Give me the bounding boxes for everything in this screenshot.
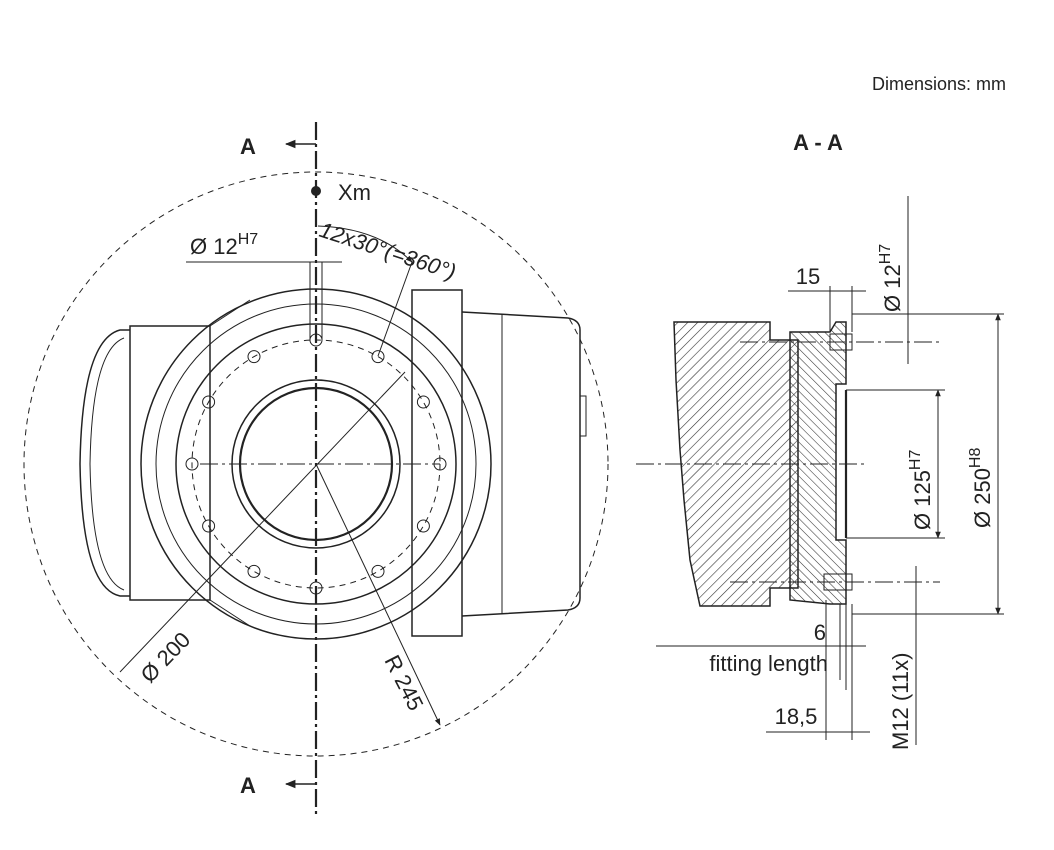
bolt-pattern-leader: [377, 261, 413, 357]
pitch-dim-leader: [119, 371, 406, 673]
units-note: Dimensions: mm: [872, 74, 1006, 94]
left-housing-cap-inner: [89, 337, 125, 591]
bolt-pattern-label: 12x30°(=360°): [316, 217, 459, 285]
thread-hole-bottom: [823, 573, 853, 591]
left-housing-body: [129, 325, 211, 601]
section-flange: [789, 321, 847, 605]
thread-spec-label: M12 (11x): [888, 653, 913, 750]
radius-dim-leader: [315, 463, 441, 726]
bolt-hole: [416, 519, 430, 533]
bolt-hole: [247, 350, 261, 364]
section-bore-dim: Ø 125H7: [907, 450, 935, 530]
outer-flange-ring: [140, 288, 492, 640]
flange-ring-3: [175, 323, 457, 605]
bolt-hole: [185, 457, 199, 471]
left-housing-cap: [79, 329, 130, 597]
section-view: A - A 15 Ø 12H7 Ø 125H7 Ø 250H8: [636, 130, 1004, 750]
fitting-value-label: 6: [814, 620, 826, 645]
left-housing-taper: [209, 299, 251, 627]
dim-15-label: 15: [796, 264, 820, 289]
xm-label: Xm: [338, 180, 371, 205]
pin-hole-top: [829, 333, 853, 351]
right-housing-cap: [461, 311, 581, 617]
right-housing-body: [411, 289, 463, 637]
section-marker-bottom: A: [240, 773, 256, 798]
section-flange-dim: Ø 250H8: [967, 448, 995, 528]
bolt-hole: [309, 581, 323, 595]
bolt-hole: [371, 564, 385, 578]
front-view: A A Xm: [23, 122, 609, 815]
section-title: A - A: [793, 130, 843, 155]
fitting-length-label: fitting length: [709, 651, 828, 676]
thread-depth-label: 18,5: [775, 704, 818, 729]
front-pin-dim: Ø 12H7: [190, 231, 258, 259]
bolt-hole: [371, 350, 385, 364]
pitch-dim-label: Ø 200: [136, 627, 196, 687]
bolt-pattern-arc: [317, 225, 413, 263]
bolt-hole: [416, 395, 430, 409]
bolt-hole: [202, 519, 216, 533]
radius-dim-label: R 245: [380, 651, 429, 715]
xm-point: [311, 186, 321, 196]
flange-ring-2: [155, 303, 477, 625]
bolt-hole: [247, 564, 261, 578]
section-marker-top: A: [240, 134, 256, 159]
r245-envelope-circle: [23, 171, 609, 757]
bolt-hole: [202, 395, 216, 409]
bolt-holes: [185, 333, 447, 595]
section-pin-dim: Ø 12H7: [877, 244, 905, 312]
right-housing-tab: [579, 395, 587, 437]
